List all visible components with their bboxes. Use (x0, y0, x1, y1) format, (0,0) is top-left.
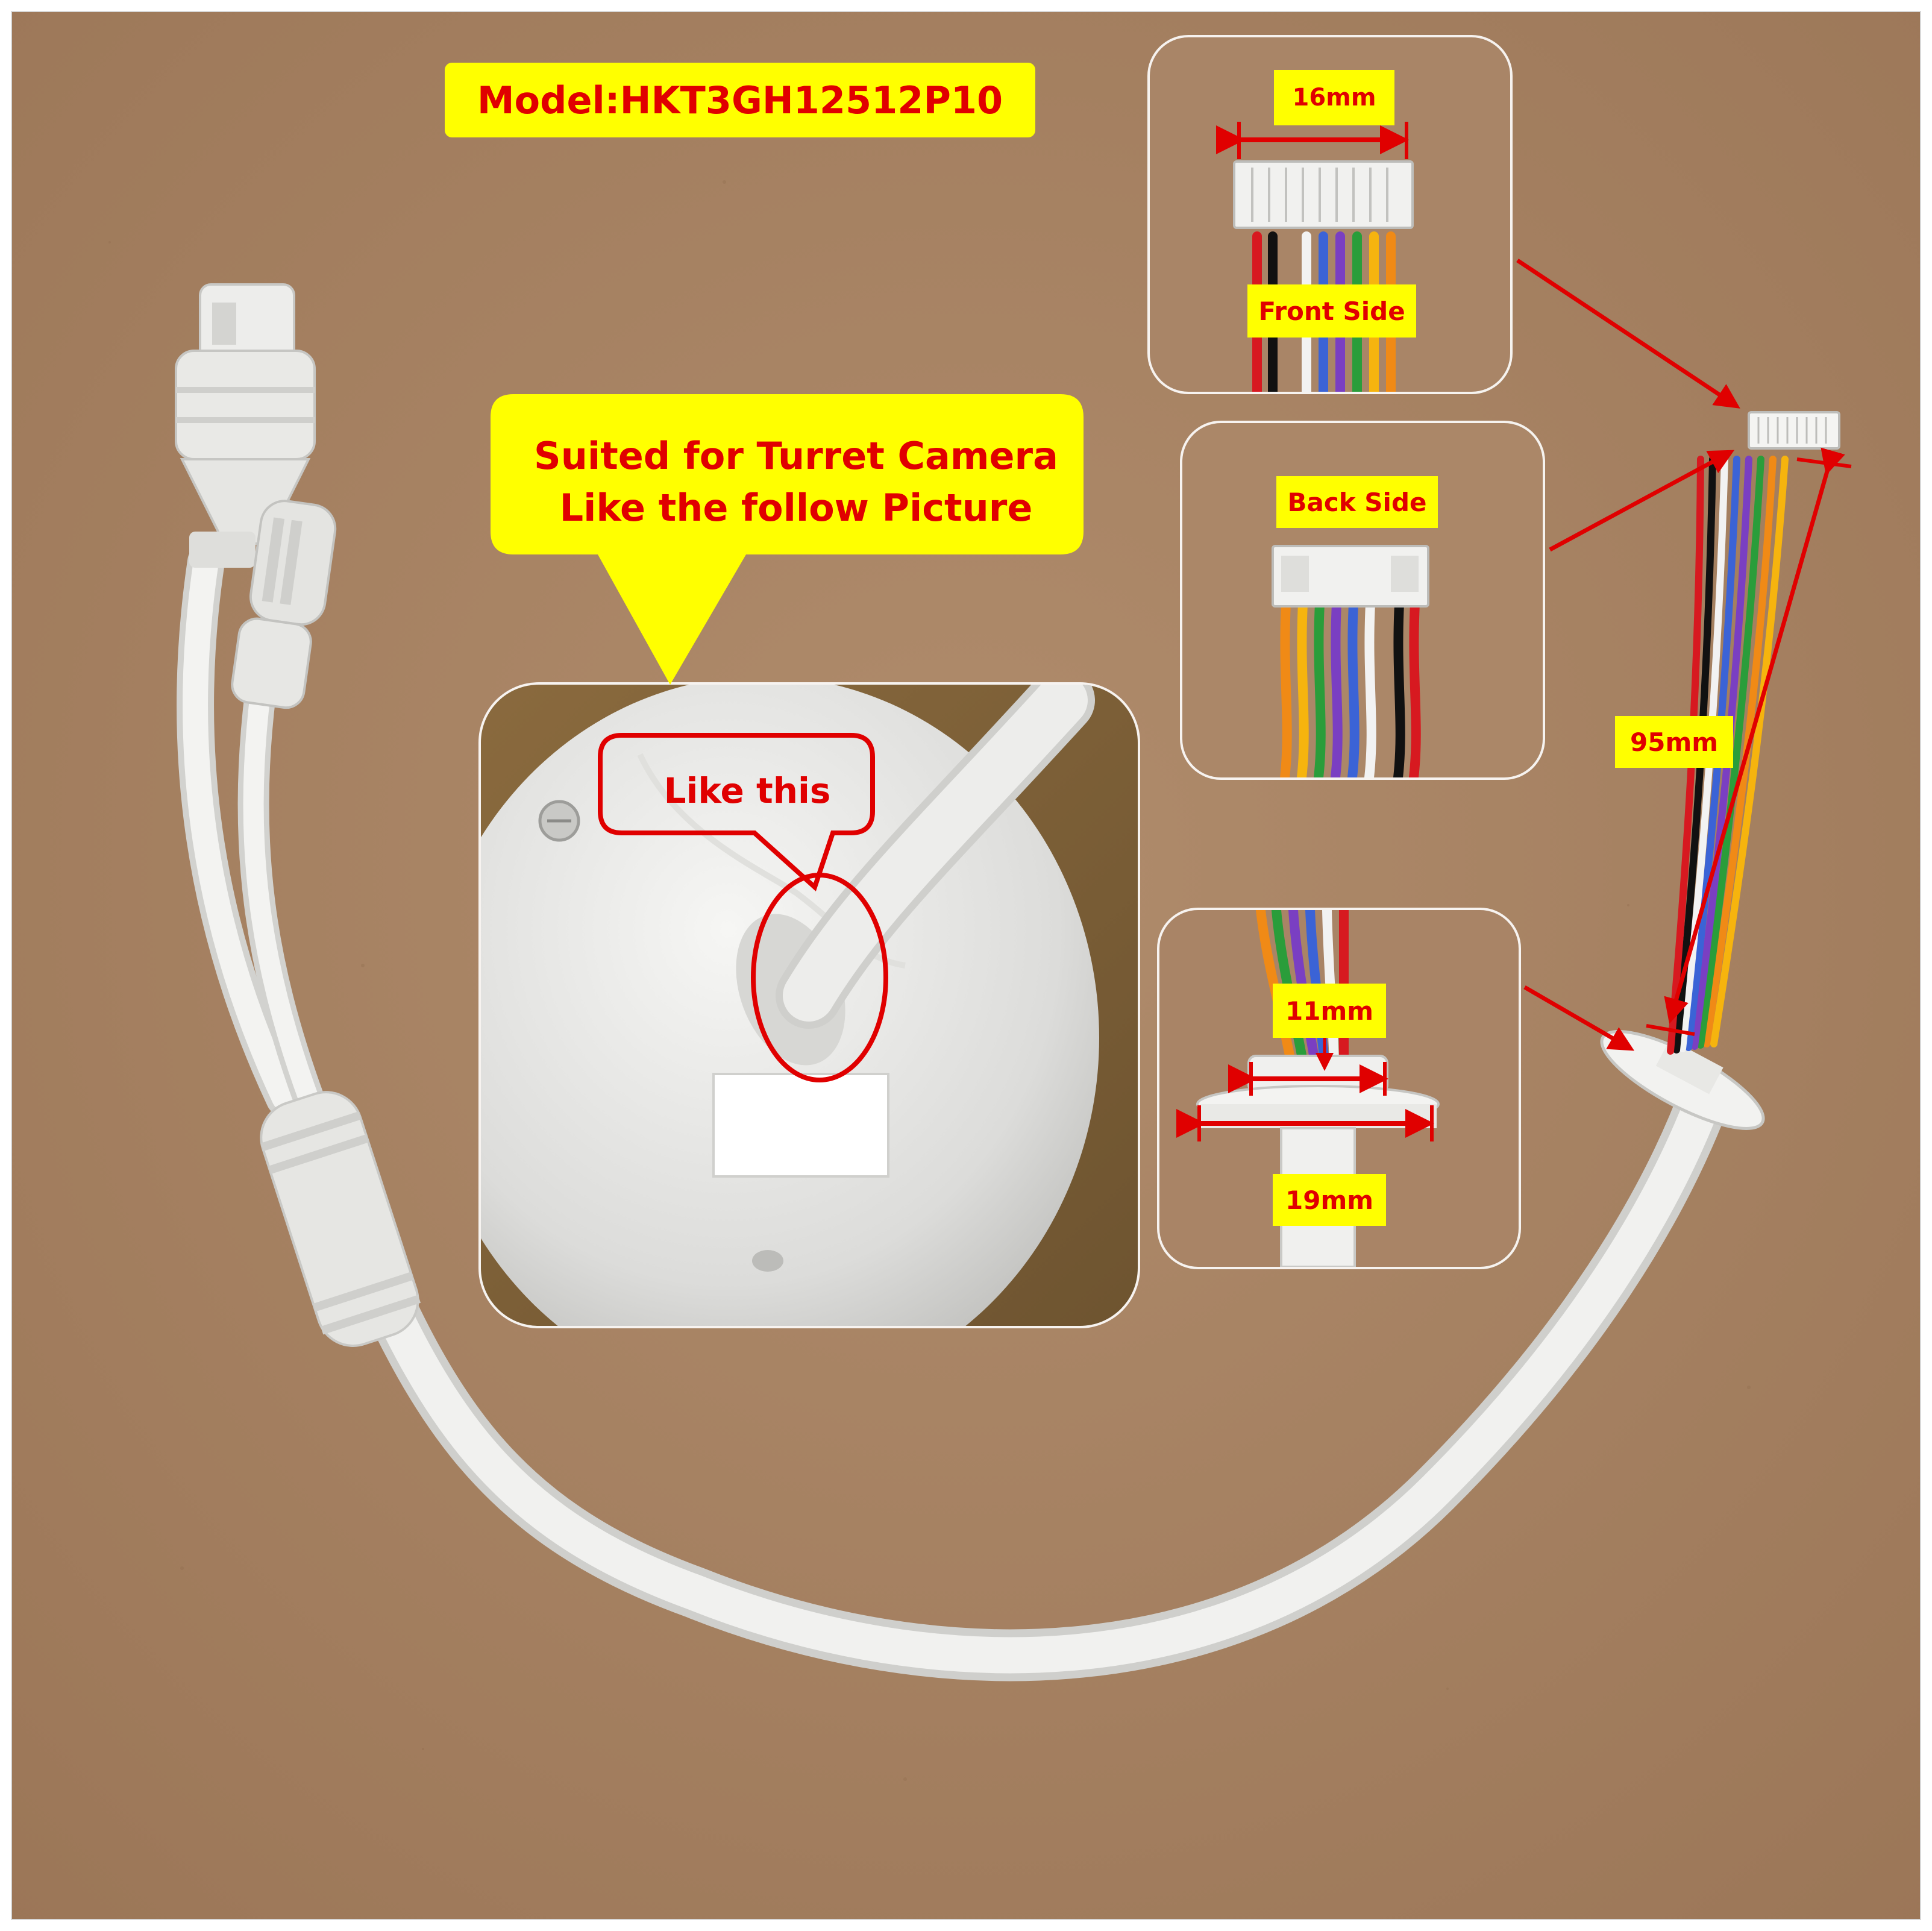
front-side-label: Front Side (1247, 284, 1416, 338)
grommet-inset (1157, 908, 1521, 1269)
back-side-label: Back Side (1276, 476, 1438, 528)
compatibility-line-1: Suited for Turret Camera (534, 434, 1058, 478)
dc-jack-connector (231, 500, 337, 709)
grommet-inner-label: 11mm (1273, 984, 1386, 1038)
grommet-outer-label: 19mm (1273, 1174, 1386, 1226)
front-side-inset (1147, 35, 1513, 394)
connector-width-label: 16mm (1274, 70, 1394, 125)
cardboard-texture (108, 180, 1751, 1781)
back-side-inset (1180, 421, 1545, 780)
inset-pointer-arrows (1516, 259, 1740, 1051)
like-this-callout (598, 733, 888, 1082)
splitter-boot (260, 1091, 421, 1347)
like-this-label: Like this (663, 770, 831, 811)
photo-scene (12, 12, 1920, 1919)
wire-length-label: 95mm (1615, 716, 1733, 768)
product-photo: Model:HKT3GH12512P10 Suited for Turret C… (11, 11, 1921, 1920)
turret-camera-inset (478, 682, 1140, 1328)
rj45-connector (175, 283, 316, 568)
compatibility-line-2: Like the follow Picture (559, 486, 1033, 530)
compatibility-speech-bubble (491, 394, 1084, 685)
compatibility-text: Suited for Turret Camera Like the follow… (500, 422, 1092, 542)
length-95mm-arrow (1646, 447, 1852, 1036)
jst-connector (1748, 411, 1840, 450)
model-label: Model:HKT3GH12512P10 (445, 63, 1035, 137)
